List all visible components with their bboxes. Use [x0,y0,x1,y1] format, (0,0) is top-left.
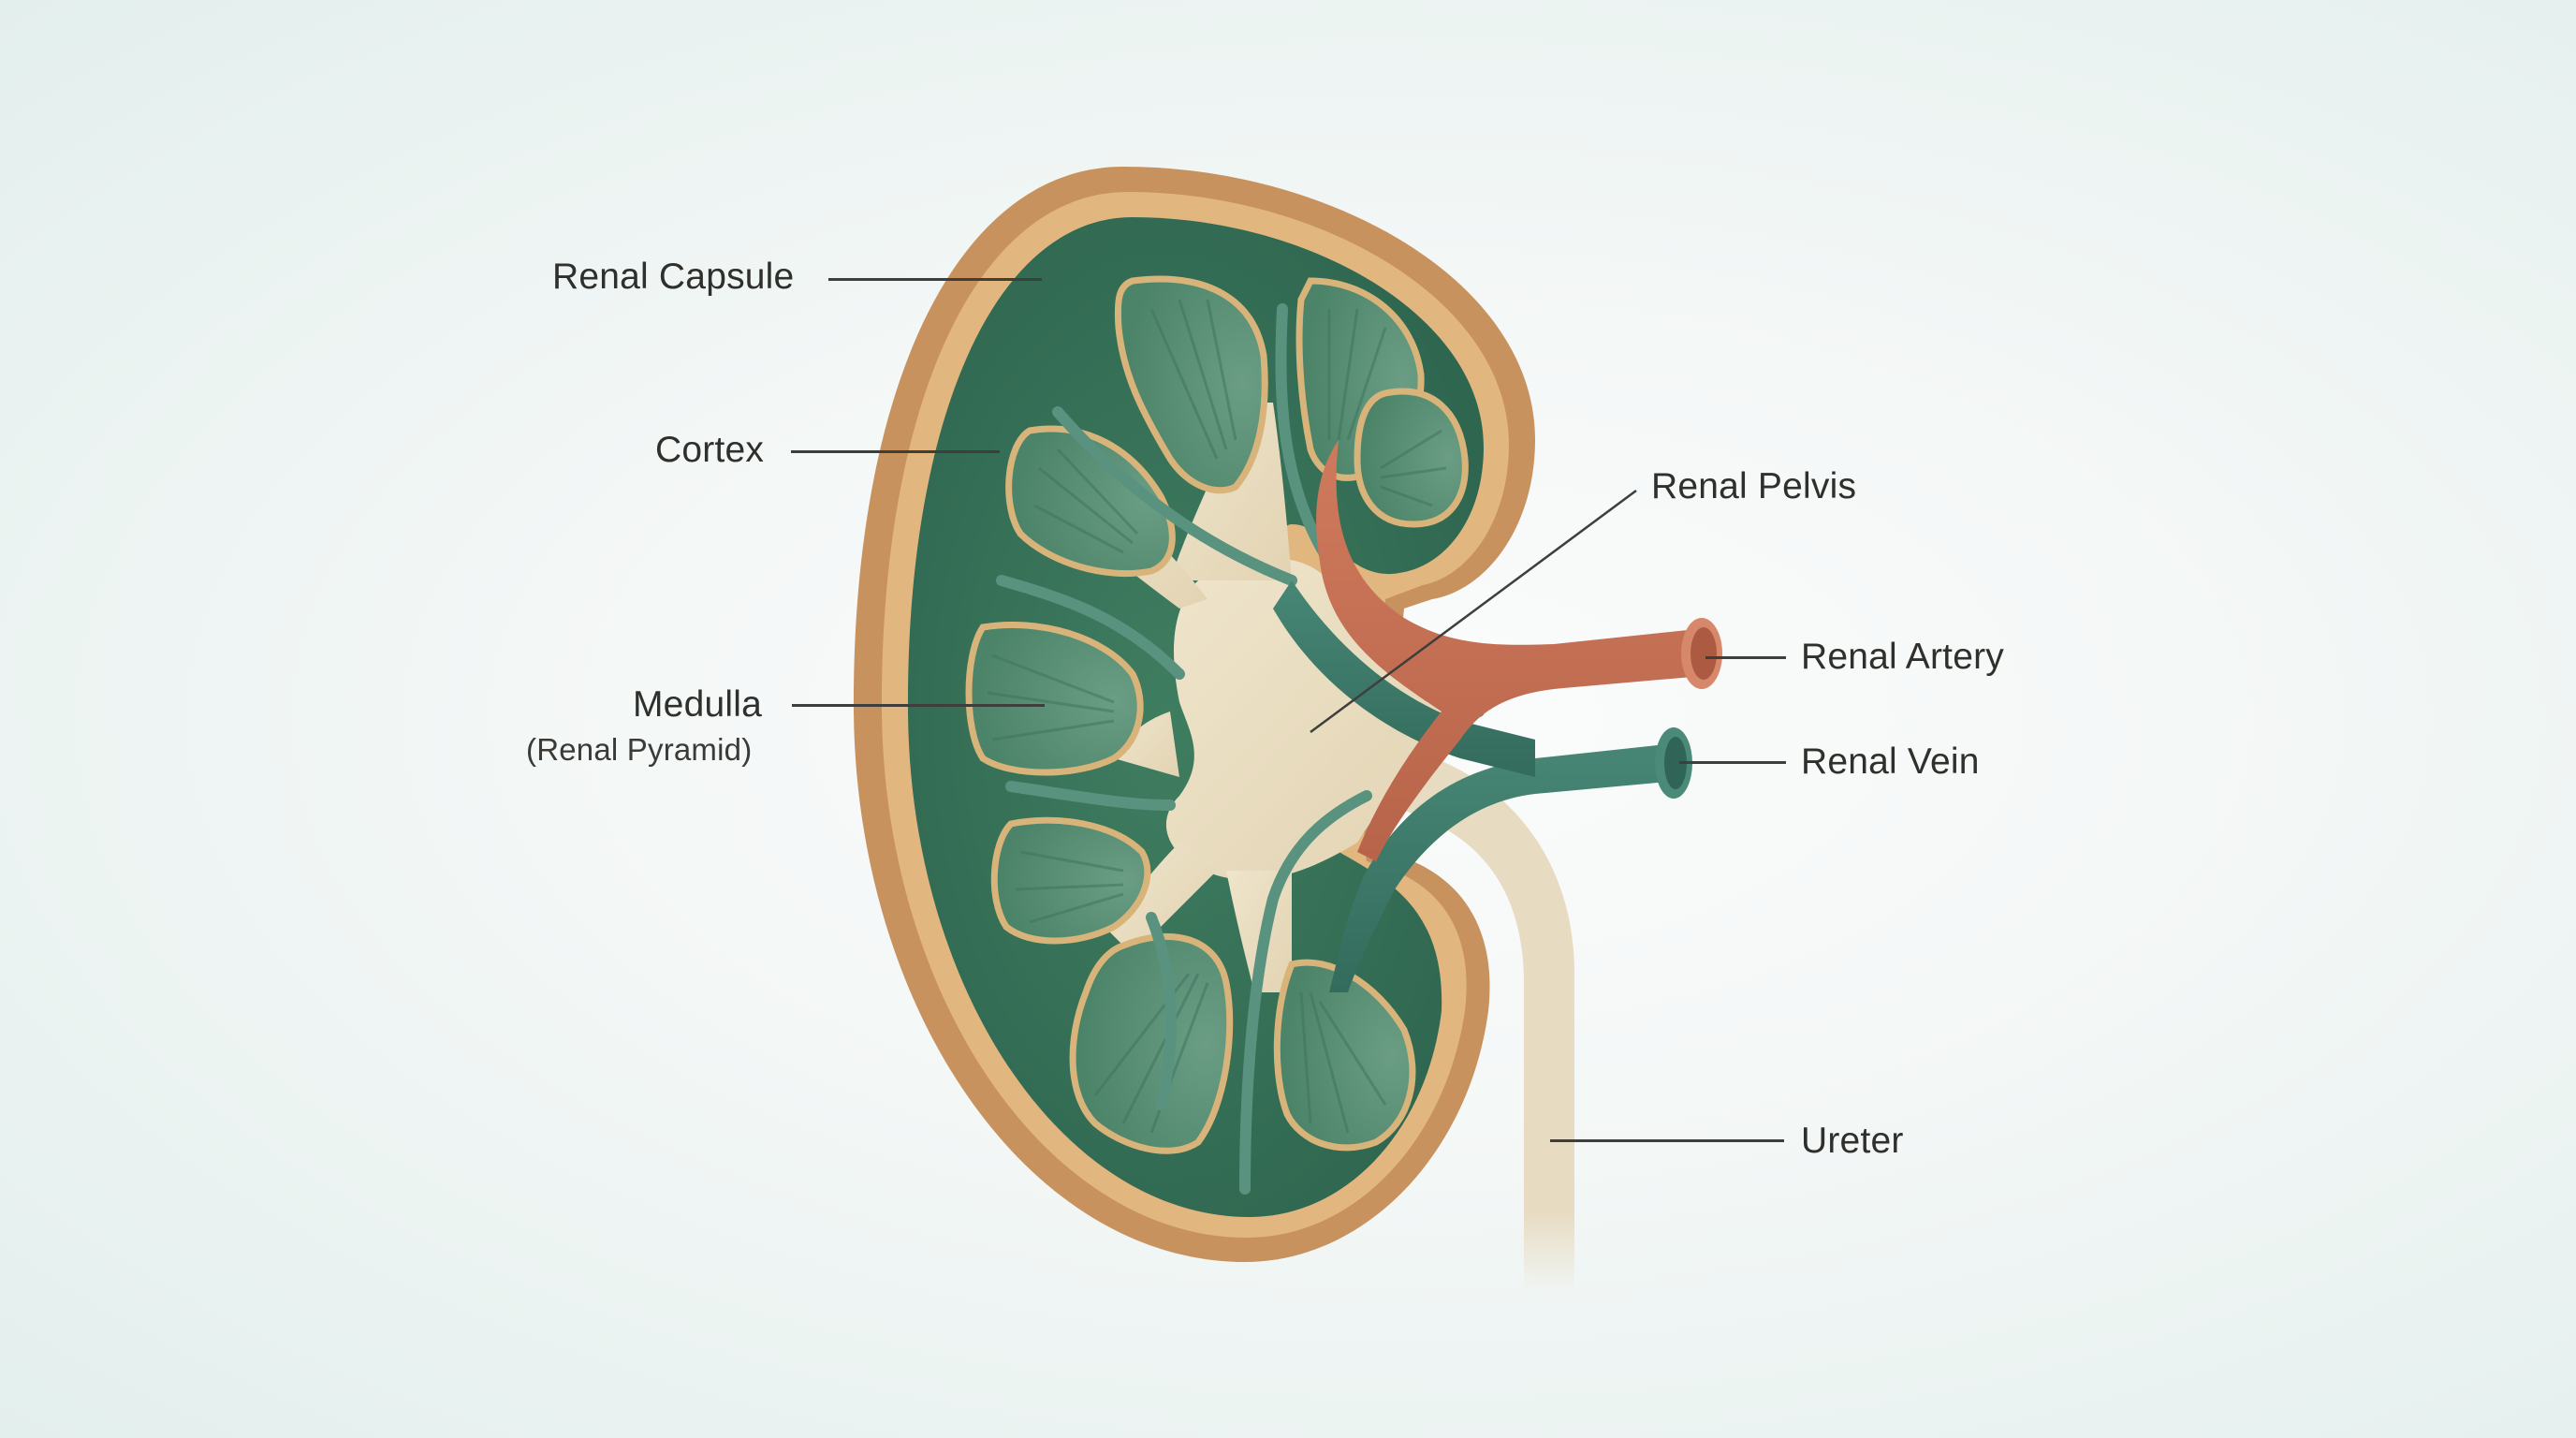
renal-vein-leader-line [1679,761,1786,764]
cortex-leader-line [791,450,1000,453]
renal-artery [1316,440,1722,861]
pyramid [1114,275,1268,494]
pyramid [990,816,1151,945]
medulla-leader-line [792,704,1045,707]
renal-vein-label: Renal Vein [1801,741,1980,782]
renal-vein [1273,580,1692,992]
ureter-label: Ureter [1801,1121,1904,1161]
renal-artery-label: Renal Artery [1801,637,2004,677]
renal-pelvis-label: Renal Pelvis [1651,466,1857,506]
pyramid [1354,388,1469,528]
renal-artery-leader-line [1705,656,1786,659]
medulla-label: Medulla [633,684,762,725]
pyramid [1005,425,1176,578]
pyramid [1273,959,1416,1152]
ureter-leader-line [1550,1139,1784,1142]
ureter [1385,749,1574,1292]
pyramid-striations [987,299,1447,1134]
renal-capsule-leader-line [828,278,1042,281]
renal-capsule-label: Renal Capsule [552,257,795,297]
cortex-label: Cortex [655,430,765,470]
medulla-sublabel: (Renal Pyramid) [526,732,753,767]
